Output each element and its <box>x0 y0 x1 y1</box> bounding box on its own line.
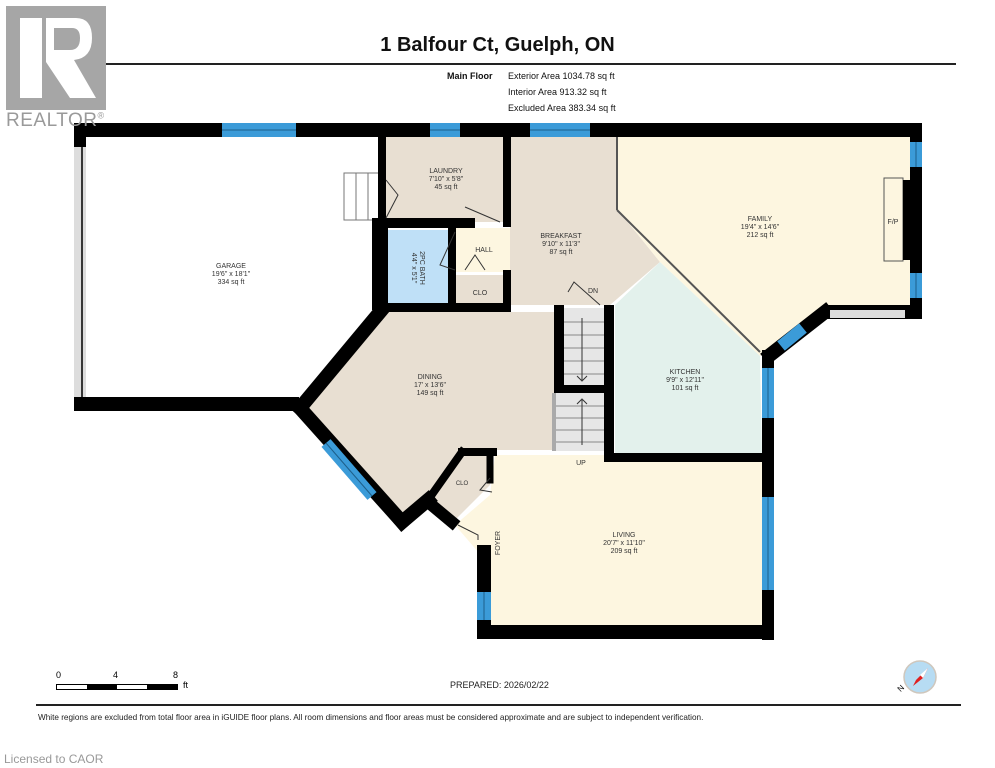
garage-area <box>82 137 380 410</box>
svg-text:20'7" x 11'10": 20'7" x 11'10" <box>603 540 645 547</box>
svg-text:334 sq ft: 334 sq ft <box>218 279 245 286</box>
living-area <box>455 455 765 628</box>
svg-text:209 sq ft: 209 sq ft <box>611 548 638 555</box>
realtor-r-icon <box>6 6 106 110</box>
license-note: Licensed to CAOR <box>4 752 104 766</box>
svg-text:4'4" x 5'1": 4'4" x 5'1" <box>410 253 417 284</box>
scale-unit: ft <box>183 680 189 690</box>
stairs-up <box>552 393 606 451</box>
excluded-area: Excluded Area 383.34 sq ft <box>508 103 616 113</box>
svg-text:212 sq ft: 212 sq ft <box>747 232 774 239</box>
hall-area <box>455 228 510 272</box>
garage-steps <box>343 172 381 221</box>
laundry-label: LAUNDRY <box>429 168 463 175</box>
garage-label: GARAGE <box>216 263 246 270</box>
window <box>910 142 922 167</box>
disclaimer: White regions are excluded from total fl… <box>38 713 704 722</box>
closet2-label: CLO <box>456 481 469 487</box>
family-label: FAMILY <box>748 216 773 223</box>
laundry-area <box>385 137 505 222</box>
svg-text:45 sq ft: 45 sq ft <box>435 184 458 191</box>
sliding-door <box>830 310 905 318</box>
room-labels: GARAGE 19'6" x 18'1" 334 sq ft LAUNDRY 7… <box>212 168 899 555</box>
svg-text:7'10" x 5'8": 7'10" x 5'8" <box>429 176 464 183</box>
compass-icon <box>903 660 937 694</box>
realtor-logo: REALTOR® <box>6 6 116 141</box>
footer-divider <box>36 704 961 706</box>
scale-tick-4: 4 <box>113 670 119 680</box>
registered-mark: ® <box>97 110 105 121</box>
stairs-down <box>560 308 605 386</box>
garage-door <box>74 145 86 397</box>
window <box>477 592 491 620</box>
bath-label: 2PC BATH <box>418 251 425 285</box>
window <box>430 123 460 137</box>
hall-label: HALL <box>475 247 493 254</box>
scale-tick-8: 8 <box>173 670 179 680</box>
page-title: 1 Balfour Ct, Guelph, ON <box>380 34 615 56</box>
svg-text:17' x 13'6": 17' x 13'6" <box>414 382 447 389</box>
foyer-label: FOYER <box>495 531 502 555</box>
window <box>762 368 774 418</box>
stairs-down-label: DN <box>588 288 598 295</box>
title-divider <box>36 63 956 65</box>
window <box>777 323 807 351</box>
closet2-area <box>430 455 490 520</box>
dining-label: DINING <box>418 374 443 381</box>
svg-text:19'6" x 18'1": 19'6" x 18'1" <box>212 271 251 278</box>
closet-area <box>455 275 505 305</box>
kitchen-area <box>615 262 762 455</box>
svg-text:9'10" x 11'3": 9'10" x 11'3" <box>542 241 580 248</box>
svg-text:19'4" x 14'6": 19'4" x 14'6" <box>741 224 780 231</box>
door-swings <box>385 179 601 540</box>
window <box>762 497 774 590</box>
family-area <box>618 137 910 356</box>
bath-area <box>388 230 450 303</box>
svg-text:9'9" x 12'11": 9'9" x 12'11" <box>666 377 704 384</box>
living-label: LIVING <box>613 532 636 539</box>
windows <box>222 123 922 620</box>
interior-area: Interior Area 913.32 sq ft <box>508 87 607 97</box>
breakfast-label: BREAKFAST <box>540 233 582 240</box>
svg-text:149 sq ft: 149 sq ft <box>417 390 444 397</box>
svg-text:87 sq ft: 87 sq ft <box>550 249 573 256</box>
dining-area <box>303 312 555 520</box>
floor-plan: GARAGE 19'6" x 18'1" 334 sq ft LAUNDRY 7… <box>74 123 922 640</box>
scale-tick-0: 0 <box>56 670 62 680</box>
floor-label: Main Floor <box>447 71 493 81</box>
window <box>910 273 922 298</box>
realtor-text: REALTOR <box>6 110 98 131</box>
prepared-date: PREPARED: 2026/02/22 <box>450 680 549 690</box>
window <box>222 123 296 137</box>
kitchen-label: KITCHEN <box>670 369 701 376</box>
svg-text:101 sq ft: 101 sq ft <box>672 385 699 392</box>
stairs-up-label: UP <box>576 460 586 467</box>
exterior-area: Exterior Area 1034.78 sq ft <box>508 71 615 81</box>
fireplace-label: F/P <box>888 219 899 226</box>
closet-label: CLO <box>473 290 488 297</box>
compass: N <box>896 660 940 705</box>
window <box>530 123 590 137</box>
